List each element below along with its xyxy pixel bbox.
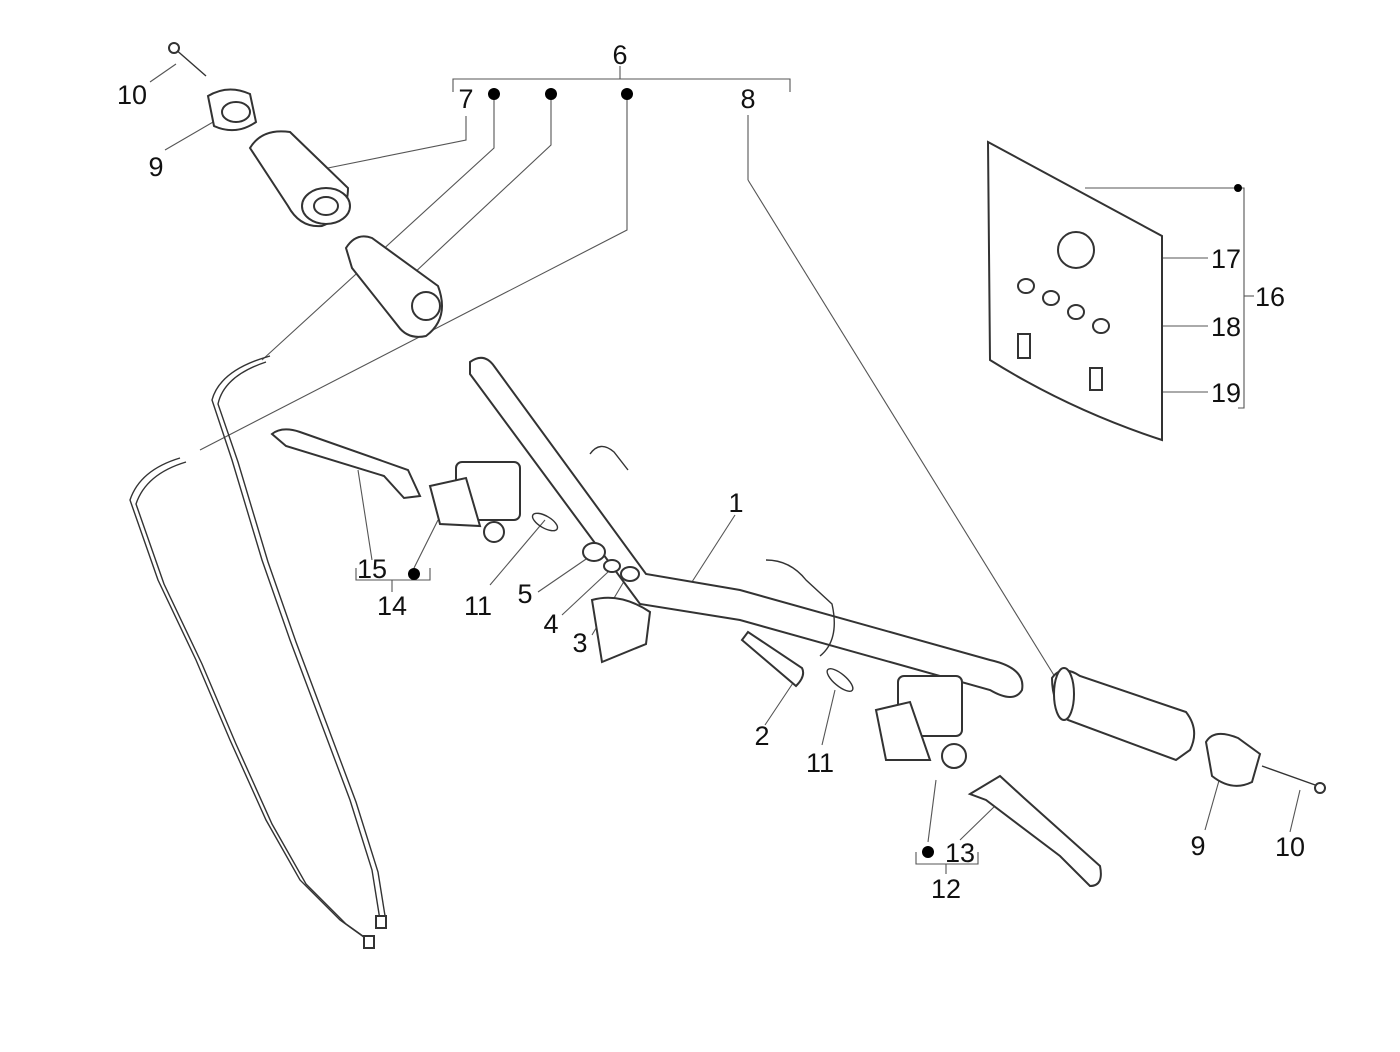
callout-9-left: 9 [148, 152, 163, 182]
callout-7: 7 [458, 84, 473, 114]
callout-12: 12 [931, 874, 961, 904]
callout-1: 1 [728, 488, 743, 518]
callout-4: 4 [543, 609, 558, 639]
callout-2: 2 [754, 721, 769, 751]
callout-labels: 6 7 8 10 9 1 15 14 11 5 4 3 2 11 13 12 9… [117, 40, 1305, 904]
part-pin-bolt [740, 630, 805, 688]
callout-6: 6 [612, 40, 627, 70]
callout-15: 15 [357, 554, 387, 584]
part-bar-end-weight-right [1204, 732, 1262, 787]
callout-13: 13 [945, 838, 975, 868]
part-master-cylinder-right [874, 675, 1102, 888]
bullet-dots [408, 88, 1242, 858]
part-throttle-cables [129, 355, 387, 949]
part-circlips [531, 512, 854, 692]
callout-19: 19 [1211, 378, 1241, 408]
part-grip-left [248, 130, 351, 228]
part-master-cylinder-left [270, 428, 521, 543]
callout-16: 16 [1255, 282, 1285, 312]
part-grip-right [1050, 667, 1196, 762]
callout-8: 8 [740, 84, 755, 114]
callout-11-right: 11 [806, 748, 834, 778]
callout-9-right: 9 [1190, 831, 1205, 861]
callout-17: 17 [1211, 244, 1241, 274]
part-washers [582, 542, 640, 582]
callout-14: 14 [377, 591, 407, 621]
part-bar-end-weight-left [206, 88, 258, 132]
callout-10-right: 10 [1275, 832, 1305, 862]
part-bolt-left [168, 42, 207, 77]
callout-18: 18 [1211, 312, 1241, 342]
part-hand-guard-panel [986, 140, 1163, 442]
callout-3: 3 [572, 628, 587, 658]
callout-11-left: 11 [464, 591, 492, 621]
part-handlebar-tube [469, 356, 1024, 698]
part-bolt-right [1261, 765, 1326, 794]
part-throttle-sleeve [344, 235, 443, 338]
callout-5: 5 [517, 579, 532, 609]
callout-10-left: 10 [117, 80, 147, 110]
